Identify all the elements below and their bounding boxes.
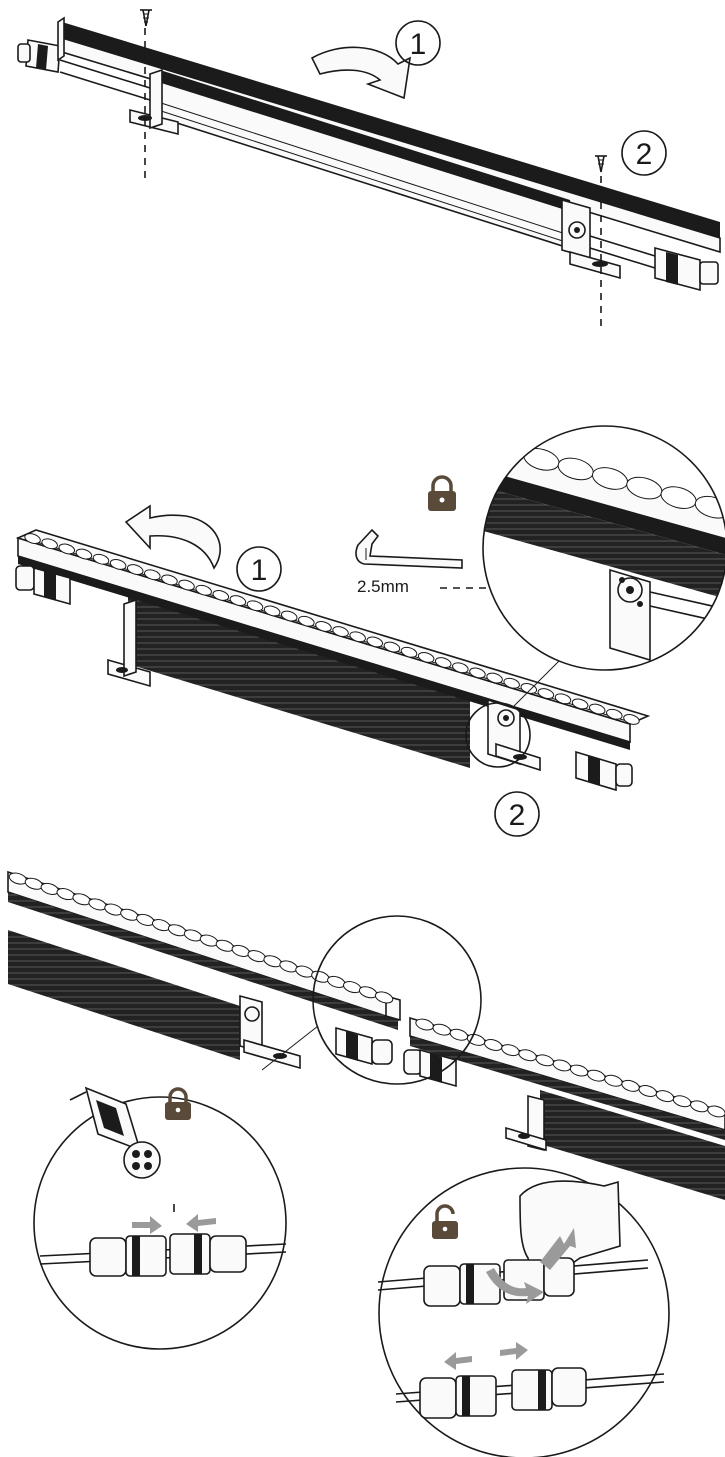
mounting-rod (59, 59, 151, 89)
led-lens (298, 615, 315, 627)
join-callout-circle (312, 915, 482, 1085)
unlock-icon (432, 1204, 458, 1239)
led-lens (246, 600, 264, 612)
led-lenses (415, 1018, 725, 1118)
screw-icon (140, 9, 152, 27)
led-lenses (24, 533, 640, 725)
led-lens (332, 626, 349, 637)
led-lens (537, 688, 555, 699)
rotate-arrow-icon (310, 46, 412, 100)
led-lens (24, 533, 41, 544)
led-lens (366, 636, 384, 648)
connector-left (335, 1026, 393, 1066)
panel-connect-fixtures (7, 870, 725, 1457)
rotate-arrow-icon (486, 1268, 544, 1304)
led-lens (434, 657, 452, 668)
led-lens (41, 538, 58, 550)
led-lens (383, 641, 401, 653)
connector-left (15, 565, 71, 606)
led-lens (469, 667, 486, 679)
bracket-right (561, 198, 621, 280)
panel-tilt-lock: 1 2 2.5mm (15, 425, 725, 837)
led-lens (161, 574, 178, 586)
lock-icon (165, 1087, 191, 1120)
connector-right (575, 750, 633, 792)
svg-text:1: 1 (251, 554, 268, 587)
screw-icon (595, 155, 607, 173)
led-lens (452, 662, 469, 674)
bracket-right (505, 1094, 547, 1152)
fixture-housing (154, 70, 576, 252)
detail-connect (33, 1086, 287, 1350)
led-lens (588, 703, 606, 715)
fixture-led-bar-right (409, 1016, 725, 1200)
led-lens (229, 595, 247, 606)
step-2-badge: 2 (494, 791, 540, 837)
led-lens (126, 564, 144, 575)
panel-mount-brackets: 1 2 (17, 9, 721, 326)
bracket-left (239, 994, 301, 1070)
led-lens (109, 559, 127, 570)
connector-left (17, 39, 61, 73)
led-lens (195, 584, 212, 596)
led-lens (349, 631, 366, 643)
step-1-badge: 1 (395, 20, 441, 66)
detail-disconnect (377, 1167, 670, 1457)
bracket-right (465, 698, 541, 772)
rotate-arrow-icon (124, 504, 221, 570)
led-lens (144, 569, 161, 581)
led-lens (75, 548, 93, 560)
connector-right (654, 246, 719, 292)
detail-callout-circle (465, 702, 531, 768)
svg-text:2: 2 (636, 138, 653, 171)
bracket-left (107, 598, 151, 688)
bracket-left (129, 68, 179, 136)
led-lens (503, 677, 520, 689)
join-leader (261, 1025, 319, 1071)
lock-icon (428, 475, 456, 511)
fixture-rail (57, 16, 721, 254)
step-1-badge: 1 (236, 546, 282, 592)
led-lens (263, 605, 281, 617)
svg-text:1: 1 (410, 28, 427, 61)
magnified-detail (482, 425, 725, 671)
led-lens (280, 610, 298, 622)
led-lens (374, 991, 394, 1004)
led-lens (417, 652, 435, 663)
led-lens (212, 590, 230, 601)
hex-key-size-label: 2.5mm (357, 577, 409, 596)
hex-key-icon (355, 528, 463, 569)
led-lenses (8, 872, 394, 1004)
led-lens (315, 621, 332, 632)
push-arrow-icon (132, 1216, 162, 1234)
rotate-arrow-icon (540, 1228, 576, 1270)
led-lens (92, 553, 110, 565)
led-lens (178, 579, 195, 591)
led-lens (486, 672, 503, 684)
svg-text:2: 2 (509, 799, 526, 832)
led-lens (623, 714, 640, 725)
pull-arrow-icon (500, 1342, 528, 1360)
led-lens (707, 1105, 725, 1118)
step-2-badge: 2 (621, 130, 667, 176)
led-lens (571, 698, 589, 710)
led-lens (554, 693, 572, 705)
led-lens (58, 543, 76, 555)
push-arrow-icon (186, 1214, 216, 1232)
pull-arrow-icon (444, 1352, 472, 1370)
led-lens (606, 708, 623, 720)
led-lens (400, 646, 418, 658)
